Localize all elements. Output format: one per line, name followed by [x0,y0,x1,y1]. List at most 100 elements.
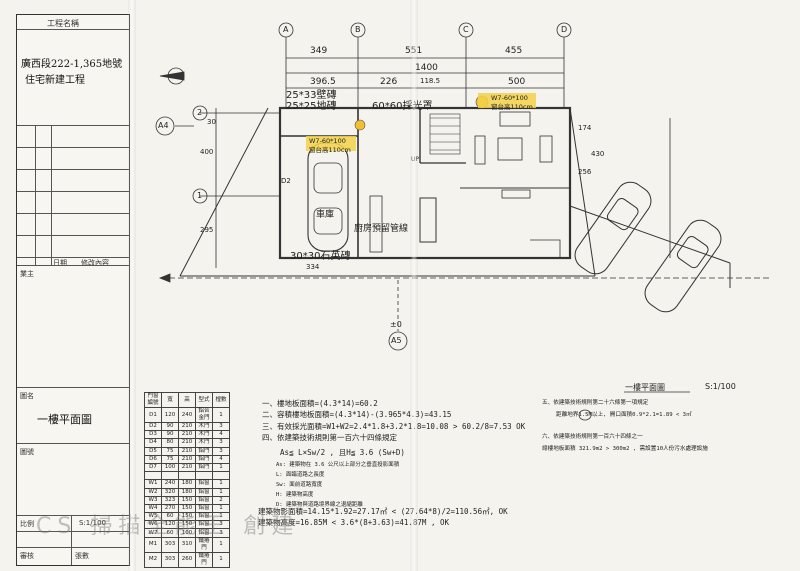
skylight-label: 60*60採光罩 [372,101,433,112]
schedule-cell: D7 [144,462,162,473]
project-label: 工程名稱 [47,19,79,28]
dim-455: 455 [505,46,523,56]
schedule-cell: 320 [161,487,179,497]
schedule-cell: 240 [161,479,179,489]
schedule-cell: 木門 [195,421,213,432]
dim-right-174: 174 [578,124,592,132]
schedule-cell: D1 [144,407,162,423]
dim-right-256: 256 [578,168,592,176]
schedule-cell: 80 [161,438,179,448]
regulation-note: 五、依建築技術規則第二十六條第一項規定 [542,400,649,406]
dim-left-30: 30 [207,118,216,126]
schedule-cell: 3 [212,438,230,448]
section-marker-a4 [155,116,175,136]
schedule-cell: 90 [161,430,179,440]
floor-plan [155,22,770,421]
drawing-name-label: 圖名 [20,392,34,400]
calc-note: Sw: 面前道路寬度 [276,482,323,488]
dim-500: 500 [508,77,526,87]
schedule-cell: 180 [178,479,196,489]
schedule-cell: W3 [144,495,162,505]
schedule-cell: 1 [212,407,230,423]
grid-label-1: 1 [197,191,203,200]
schedule-row [144,471,230,481]
schedule-cell: 4 [212,430,230,440]
calc-note: 建築物影面積=14.15*1.92=27.17㎡ < (27.64*8)/2=1… [258,507,508,516]
garage-label: 車庫 [316,210,335,220]
checked-label: 審核 [20,552,34,560]
project-name-line1: 廣西段222-1,365地號 [21,59,123,70]
grid-label-d: D [561,25,568,34]
schedule-cell: 75 [161,446,179,456]
rev-content-header: 修改內容 [81,259,109,267]
schedule-cell: 210 [178,430,196,440]
dim-226: 226 [380,77,398,87]
schedule-cell: 木門 [195,430,213,440]
scale-value: S:1/100 [79,519,106,527]
w7-left-sub: 窗台高110cm [309,146,351,154]
door-d2-label: D2 [281,177,291,185]
dim-1400: 1400 [415,63,438,73]
schedule-cell: 鋁窗 [195,495,213,505]
kitchen-pipe-label: 廚房預留管線 [354,224,409,234]
schedule-cell [195,471,213,481]
regulation-note: 總樓地板面積 321.9m2 > 300m2 , 需設置10人份污水處理設施 [542,446,708,452]
schedule-cell [144,471,162,481]
w7-left-label: W7-60*100 [309,137,346,145]
schedule-cell: 鋁合金門 [195,407,213,423]
tile-wall-label: 25*33壁磚 [286,90,337,101]
w7-marker-left [354,119,366,131]
schedule-cell: 75 [161,454,179,464]
schedule-cell: 260 [178,551,196,568]
schedule-cell: 210 [178,454,196,464]
schedule-cell: 180 [178,487,196,497]
dim-left-295: 295 [200,226,214,234]
calc-note: 建築物高度=16.85M < 3.6*(8+3.63)=41.87M , OK [258,518,450,527]
schedule-cell: D4 [144,438,162,448]
dim-right-430: 430 [591,150,605,158]
schedule-cell: D6 [144,454,162,464]
schedule-cell: 240 [178,407,196,423]
schedule-cell: 210 [178,462,196,473]
schedule-cell: 150 [178,495,196,505]
calc-note: D: 建築物與道路境界線之退縮距離 [276,502,363,508]
level-label: ±0 [390,320,402,329]
rev-date-header: 日期 [53,259,67,267]
schedule-cell: 100 [161,462,179,473]
schedule-header-cell: 寬 [161,392,179,408]
title-block: 工程名稱 廣西段222-1,365地號 住宅新建工程 日期 修改內容 業主 圖名… [16,14,130,566]
section-a5-label: A5 [391,336,402,345]
paper-fold [410,0,418,571]
schedule-cell: 木門 [195,438,213,448]
schedule-cell: 4 [212,454,230,464]
grid-label-2: 2 [197,108,203,117]
regulation-note: 距離地界1.5M以上, 開口面積0.9*2.1=1.89 < 3㎡ [556,412,692,418]
scale-label: 比例 [20,520,34,528]
grid-label-c: C [463,25,469,34]
scanner-watermark: CS 掃描全能王 創建 [36,514,300,539]
schedule-header-cell: 門窗編號 [144,392,162,408]
tile-floor-label: 25*25地磚 [286,101,337,112]
schedule-cell: W2 [144,487,162,497]
regulation-note: 六、依建築技術規則第一百六十四條之一 [542,434,643,440]
schedule-header-cell: 高 [178,392,196,408]
schedule-cell: 2 [212,495,230,505]
schedule-cell: 3 [212,421,230,432]
calc-note: As≦ L×Sw/2 , 且H≦ 3.6 (Sw+D) [280,448,405,457]
w7-right-label: W7-60*100 [491,94,528,102]
dim-left-400: 400 [200,148,214,156]
schedule-cell: W1 [144,479,162,489]
schedule-cell: 1 [212,462,230,473]
schedule-cell: 鋁窗 [195,479,213,489]
section-a4-label: A4 [158,121,169,130]
schedule-cell: 鋁門 [195,446,213,456]
plan-title: 一樓平面圖 [625,383,665,392]
